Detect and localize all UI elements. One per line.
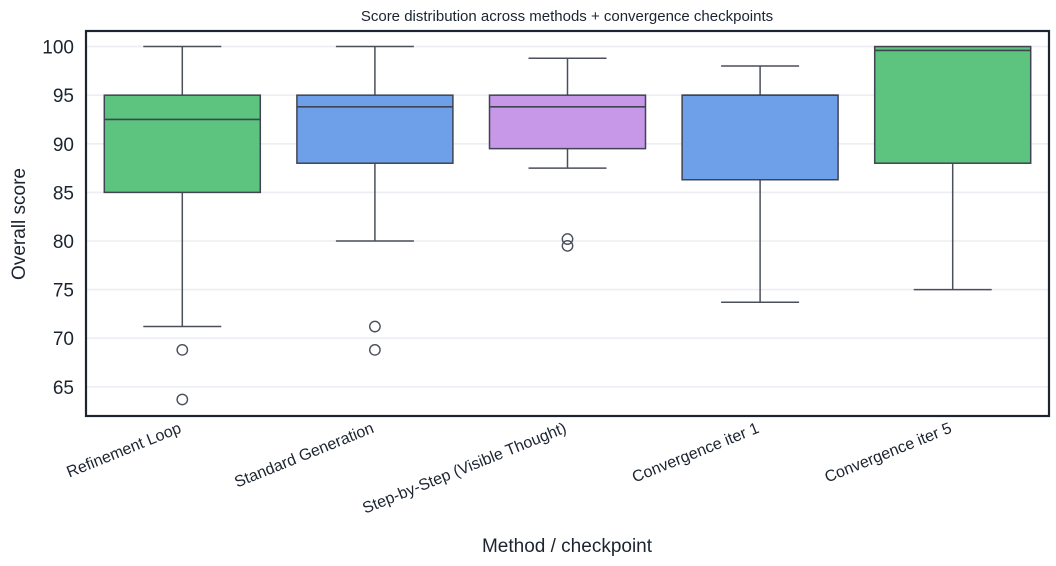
axes-frame [84, 29, 1051, 418]
chart-title: Score distribution across methods + conv… [361, 8, 773, 25]
y-tick-label: 85 [53, 183, 74, 204]
outlier-point [176, 393, 189, 406]
outlier-point [561, 239, 574, 252]
box-group [681, 65, 839, 303]
box-group [103, 45, 262, 406]
y-axis-ticks: 65 70 75 80 85 90 95 100 [42, 38, 74, 399]
y-tick-label: 70 [53, 329, 74, 350]
y-tick-label: 90 [53, 135, 74, 156]
box-group [873, 45, 1032, 291]
box-body[interactable] [488, 94, 647, 150]
box-group [296, 45, 454, 356]
box-body[interactable] [103, 94, 262, 194]
outlier-point [176, 343, 189, 356]
y-axis-label: Overall score [9, 168, 30, 280]
box-body[interactable] [873, 45, 1032, 164]
x-axis-label: Method / checkpoint [482, 536, 653, 557]
y-tick-label: 75 [53, 281, 74, 302]
y-tick-label: 100 [42, 38, 74, 59]
y-tick-label: 80 [53, 232, 74, 253]
outlier-point [368, 343, 381, 356]
box-body[interactable] [681, 94, 839, 181]
outlier-point [368, 320, 381, 333]
box-series [103, 45, 1032, 406]
box-body[interactable] [296, 94, 454, 164]
y-tick-label: 65 [53, 378, 74, 399]
y-tick-label: 95 [53, 86, 74, 107]
outlier-point [561, 233, 574, 245]
box-group [488, 57, 647, 252]
